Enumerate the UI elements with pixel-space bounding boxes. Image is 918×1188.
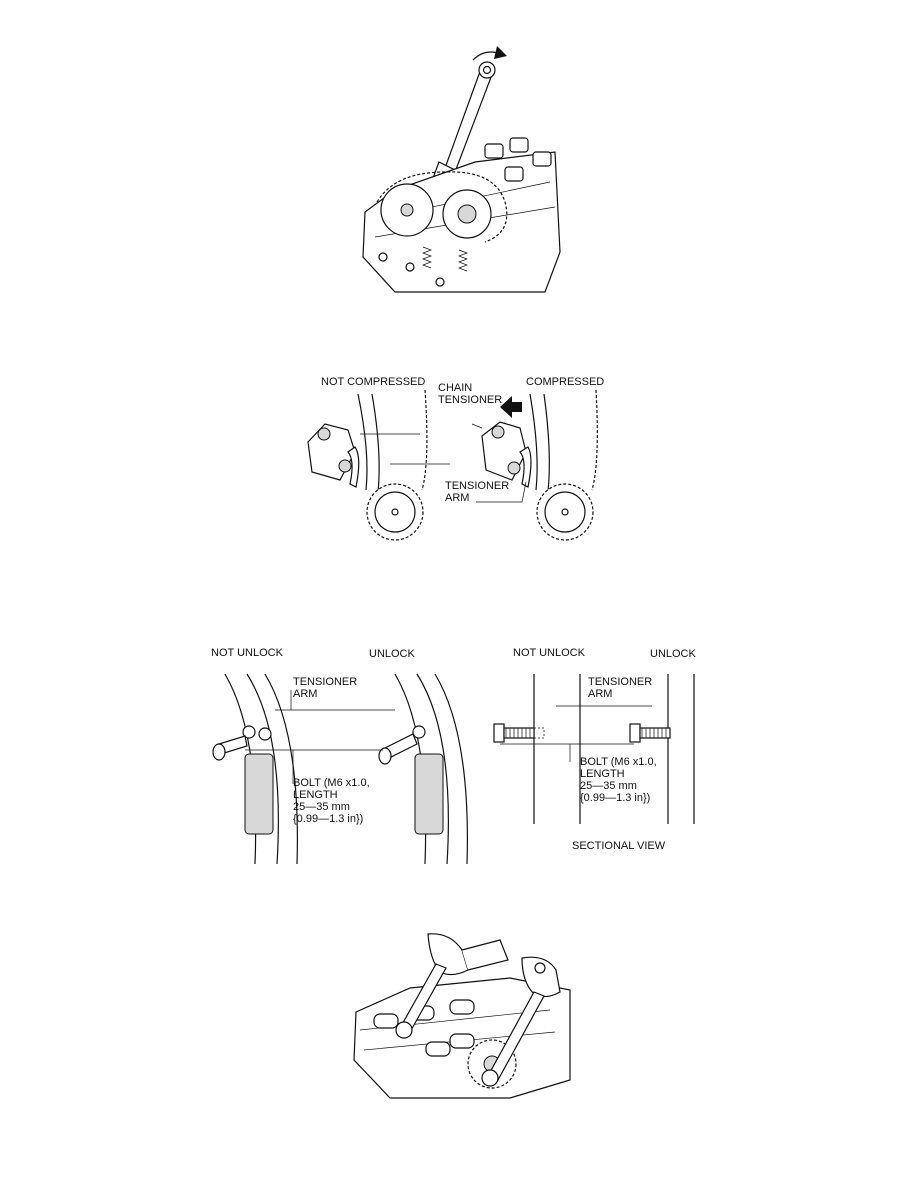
label-tensioner-arm: TENSIONER ARM	[445, 480, 510, 504]
figure-unlock-sectional: NOT UNLOCK UNLOCK TENSIONER ARM BOLT (M6…	[490, 644, 705, 859]
section-bolt-head-right	[629, 723, 641, 743]
label-tensioner-arm-right: TENSIONER ARM	[588, 676, 653, 700]
figure-wrench-camshaft	[355, 42, 565, 297]
chain-tensioner-illustration	[307, 389, 598, 541]
label-compressed: COMPRESSED	[526, 376, 605, 388]
label-unlock-right: UNLOCK	[650, 648, 696, 660]
bolt-unlock	[378, 747, 392, 765]
compress-arrow	[500, 396, 522, 418]
timing-chain	[376, 171, 508, 243]
label-not-unlock-right: NOT UNLOCK	[513, 647, 585, 659]
rotation-arrowhead	[494, 46, 507, 59]
label-unlock-left: UNLOCK	[369, 648, 415, 660]
label-tensioner-arm-left: TENSIONER ARM	[293, 676, 358, 700]
label-bolt-right: BOLT (M6 x1.0, LENGTH 25—35 mm {0.99—1.3…	[580, 756, 657, 804]
wrench-camshaft-illustration	[362, 46, 561, 293]
figure-unlock-perspective: NOT UNLOCK UNLOCK TENSIONER ARM BOLT (M6…	[205, 644, 475, 864]
label-not-unlock-left: NOT UNLOCK	[211, 647, 283, 659]
label-bolt-left: BOLT (M6 x1.0, LENGTH 25—35 mm {0.99—1.3…	[293, 777, 370, 825]
label-not-compressed: NOT COMPRESSED	[321, 376, 426, 388]
figure-chain-tensioner: NOT COMPRESSED CHAIN TENSIONER COMPRESSE…	[300, 372, 620, 557]
figure-hands-wrenches	[350, 930, 580, 1100]
label-sectional-view: SECTIONAL VIEW	[572, 840, 666, 852]
bolt-not-unlock	[212, 743, 226, 761]
unlock-perspective-illustration	[212, 673, 468, 864]
section-bolt-head-left	[493, 723, 505, 743]
unlock-sectional-illustration	[493, 674, 695, 824]
label-chain-tensioner: CHAIN TENSIONER	[438, 382, 503, 406]
right-hand	[521, 956, 561, 998]
hands-wrenches-illustration	[353, 933, 571, 1099]
